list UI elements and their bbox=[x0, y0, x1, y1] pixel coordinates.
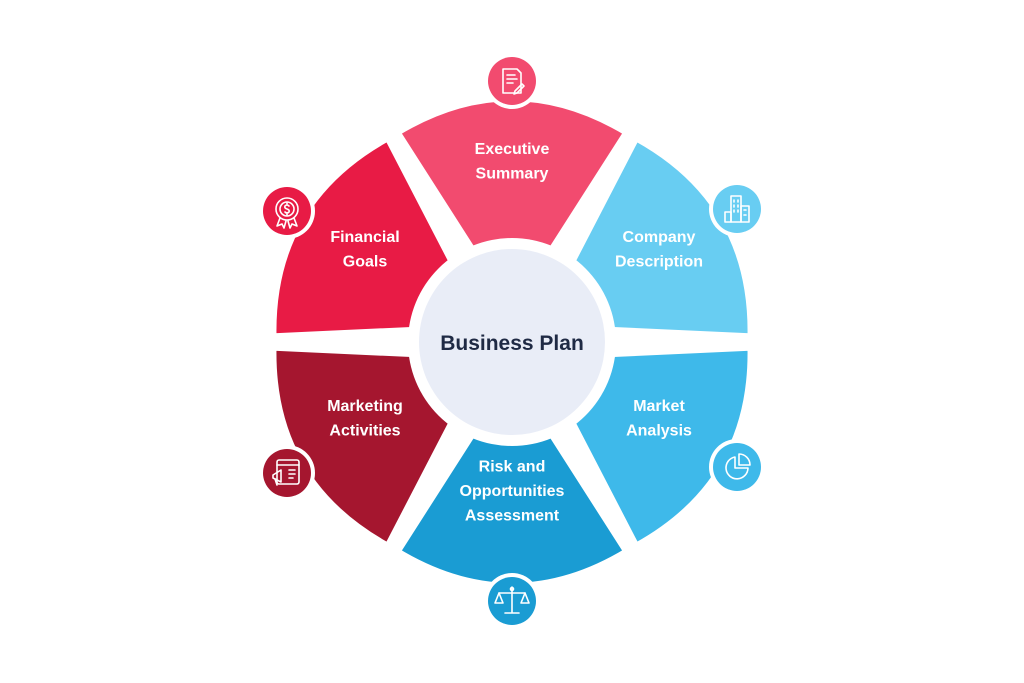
company-description-icon-badge bbox=[709, 181, 765, 237]
risk-opportunities-label-line-1: Risk and bbox=[479, 459, 546, 476]
market-analysis-icon-badge bbox=[709, 439, 765, 495]
document-pen-icon bbox=[502, 68, 525, 95]
risk-opportunities-label-line-3: Assessment bbox=[465, 508, 560, 525]
megaphone-web-icon bbox=[272, 459, 300, 486]
financial-goals-label-line-1: Financial bbox=[330, 229, 399, 246]
pie-chart-icon bbox=[725, 453, 751, 480]
market-analysis-label-line-2: Analysis bbox=[626, 422, 692, 439]
company-description-label-line-1: Company bbox=[623, 229, 696, 246]
dollar-medal-icon bbox=[275, 197, 299, 229]
company-description-label-line-2: Description bbox=[615, 253, 703, 270]
executive-summary-label-line-1: Executive bbox=[475, 141, 550, 158]
marketing-activities-label-line-2: Activities bbox=[329, 422, 400, 439]
executive-summary-label-line-2: Summary bbox=[476, 165, 549, 182]
risk-opportunities-icon-badge bbox=[484, 573, 540, 629]
marketing-activities-icon-badge bbox=[259, 445, 315, 501]
center-title: Business Plan bbox=[440, 332, 584, 355]
financial-goals-icon-badge bbox=[259, 183, 315, 239]
market-analysis-label-line-1: Market bbox=[633, 398, 685, 415]
center-circle bbox=[419, 249, 605, 435]
financial-goals-label-line-2: Goals bbox=[343, 253, 388, 270]
executive-summary-icon-badge bbox=[484, 53, 540, 109]
balance-scale-icon bbox=[494, 586, 530, 614]
office-building-icon bbox=[724, 195, 750, 223]
risk-opportunities-label-line-2: Opportunities bbox=[460, 483, 565, 500]
marketing-activities-label-line-1: Marketing bbox=[327, 398, 403, 415]
